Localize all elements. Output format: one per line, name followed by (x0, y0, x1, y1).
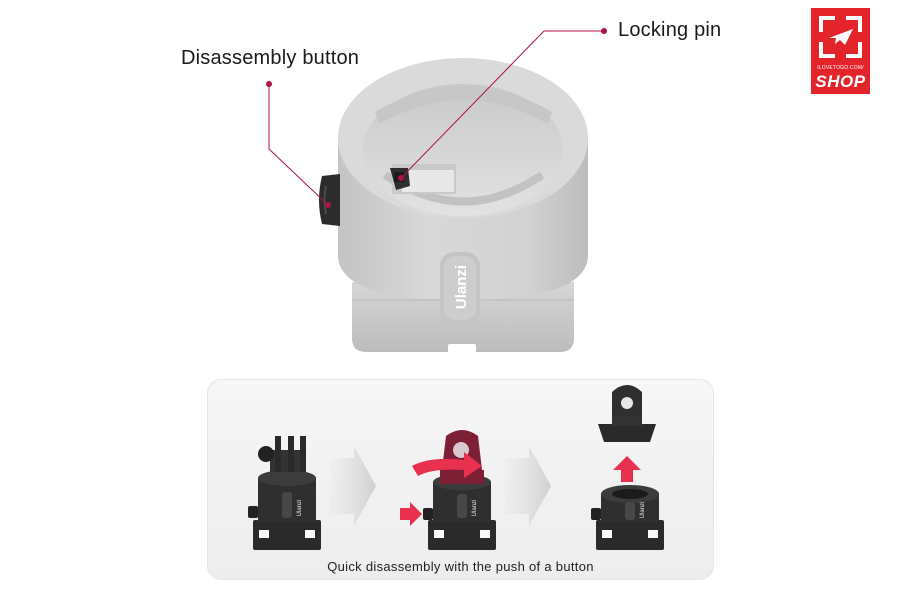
callout-line-locking (398, 28, 607, 181)
shop-frame-icon (819, 16, 862, 58)
push-arrow-icon (400, 502, 422, 526)
callout-line-disassembly (266, 81, 331, 208)
demo-caption: Quick disassembly with the push of a but… (327, 559, 594, 574)
shop-logo: ILOVETOGO.COM/ SHOP (811, 8, 870, 94)
step-3-mount (591, 485, 664, 550)
step-1-mount (248, 436, 321, 550)
disassembly-button-callout: Disassembly button (181, 47, 360, 69)
shop-logo-subtext: ILOVETOGO.COM/ (817, 65, 864, 71)
locking-pin-callout: Locking pin (618, 19, 722, 41)
rotate-arrow-icon (412, 452, 482, 478)
detached-adapter (598, 385, 656, 442)
lift-arrow-icon (613, 456, 641, 482)
disassembly-button (319, 174, 340, 226)
shop-logo-main: SHOP (815, 72, 866, 91)
step-1-logo: Ulanzi (297, 500, 303, 517)
paper-plane-icon (829, 29, 853, 45)
ulanzi-logo-text: Ulanzi (453, 265, 470, 309)
ulanzi-badge (440, 252, 480, 324)
step-2-mount (423, 430, 496, 550)
step-arrow-icon (505, 446, 551, 526)
step-3-logo: Ulanzi (640, 502, 646, 519)
step-2-logo: Ulanzi (472, 500, 478, 517)
mount-body (338, 58, 588, 300)
step-arrow-icon (330, 446, 376, 526)
